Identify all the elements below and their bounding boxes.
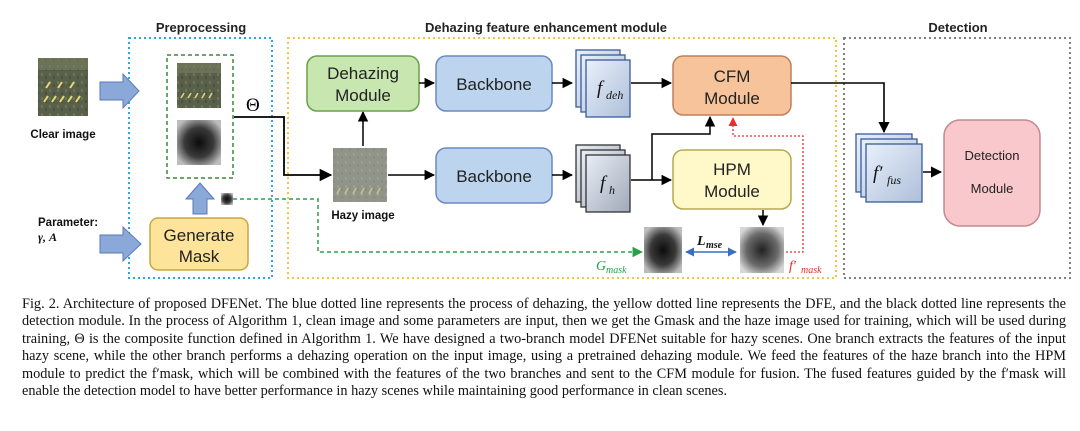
f-fus-feature-stack bbox=[855, 133, 923, 203]
parameter-block-arrow bbox=[99, 225, 142, 263]
generate-up-block-arrow bbox=[184, 182, 216, 215]
detection-module-box bbox=[943, 119, 1041, 227]
f-deh-symbol-base: f bbox=[597, 78, 605, 99]
section-title-dfe: Dehazing feature enhancement module bbox=[425, 20, 667, 35]
f-mask-symbol-base: f′ bbox=[789, 259, 797, 274]
cfm-module-label-line1: CFM bbox=[714, 67, 751, 86]
clear-image-thumbnail bbox=[38, 58, 88, 116]
theta-line bbox=[234, 116, 333, 182]
generate-mask-box bbox=[149, 217, 249, 271]
backbone-bottom-label: Backbone bbox=[456, 167, 532, 186]
clear-image-label: Clear image bbox=[30, 129, 95, 141]
dfe-frame bbox=[287, 37, 837, 279]
cfm-module-label-line2: Module bbox=[704, 89, 760, 108]
g-mask-dashed-line bbox=[233, 198, 644, 258]
f-fus-symbol-base: f′ bbox=[873, 163, 883, 184]
hpm-module-box bbox=[672, 149, 792, 210]
f-mask-predicted-image bbox=[740, 227, 784, 273]
f-fus-symbol-sub: fus bbox=[887, 173, 901, 187]
preprocess-output-frame bbox=[166, 54, 234, 179]
g-mask-image bbox=[177, 120, 221, 165]
preprocessing-frame bbox=[128, 37, 273, 279]
cfm-to-ffus-arrow bbox=[791, 82, 890, 134]
detection-module-label-line2: Module bbox=[971, 181, 1014, 196]
dfenet-architecture-diagram: Preprocessing Dehazing feature enhanceme… bbox=[30, 20, 1071, 279]
parameter-values: γ, A bbox=[38, 230, 57, 244]
figure-caption-text: Fig. 2. Architecture of proposed DFENet.… bbox=[22, 296, 1066, 400]
hazy-image-thumbnail bbox=[333, 148, 387, 202]
f-h-feature-stack bbox=[575, 144, 631, 213]
dehazing-module-label-line2: Module bbox=[335, 86, 391, 105]
backbone-top-label: Backbone bbox=[456, 75, 532, 94]
f-deh-feature-stack bbox=[575, 49, 631, 118]
small-mask-icon bbox=[221, 193, 233, 205]
section-title-preprocessing: Preprocessing bbox=[156, 20, 246, 35]
f-h-symbol-sub: h bbox=[609, 183, 615, 197]
hpm-module-label-line1: HPM bbox=[713, 160, 751, 179]
g-mask-compare-image bbox=[644, 227, 682, 273]
hpm-module-label-line2: Module bbox=[704, 182, 760, 201]
detection-module-label-line1: Detection bbox=[965, 148, 1020, 163]
f-deh-symbol-sub: deh bbox=[606, 88, 623, 102]
hazy-image-label: Hazy image bbox=[331, 210, 394, 222]
figure-caption: Fig. 2. Architecture of proposed DFENet.… bbox=[22, 296, 1066, 400]
dehazing-module-label-line1: Dehazing bbox=[327, 64, 399, 83]
fh-to-cfm-arrow bbox=[651, 115, 716, 180]
section-title-detection: Detection bbox=[928, 20, 987, 35]
parameter-title: Parameter: bbox=[38, 217, 98, 229]
g-mask-symbol-sub: mask bbox=[606, 265, 627, 276]
haze-training-image bbox=[177, 63, 221, 108]
f-h-symbol-base: f bbox=[600, 173, 608, 194]
generate-mask-label-line1: Generate bbox=[164, 226, 235, 245]
l-mse-symbol-sub: mse bbox=[706, 240, 723, 251]
f-mask-symbol-sub: mask bbox=[801, 265, 822, 276]
generate-mask-label-line2: Mask bbox=[179, 247, 220, 266]
clear-image-block-arrow bbox=[99, 72, 140, 110]
theta-symbol: Θ bbox=[246, 95, 260, 116]
detection-frame bbox=[843, 37, 1071, 279]
g-mask-symbol-base: G bbox=[596, 259, 606, 274]
cfm-module-box bbox=[672, 55, 792, 116]
l-mse-symbol-base: L bbox=[696, 234, 706, 249]
f-mask-to-cfm-dotted-line bbox=[728, 117, 804, 253]
